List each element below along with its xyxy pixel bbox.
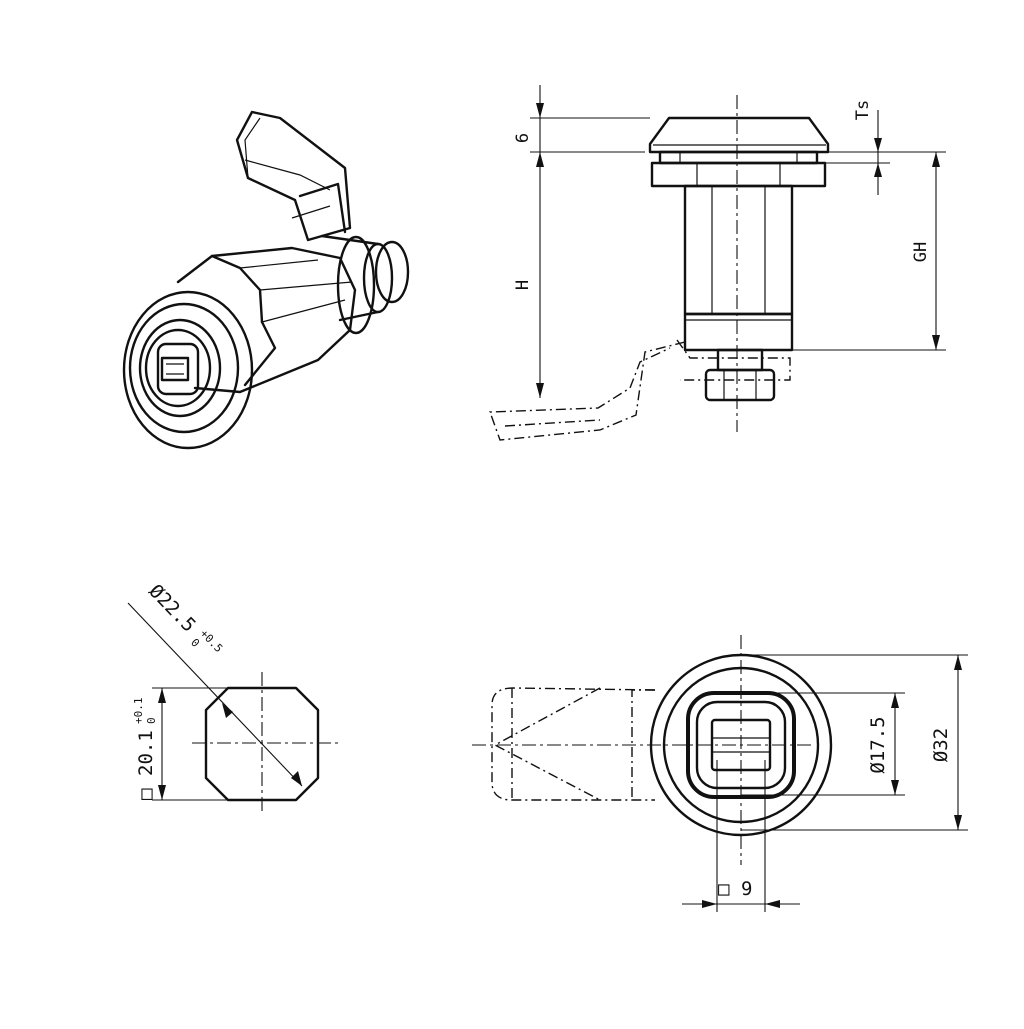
- side-view: 6 H Ts GH: [489, 85, 946, 441]
- iso-shaft: [320, 234, 410, 335]
- dim-h-label: H: [513, 280, 533, 290]
- cutout-shape: [204, 686, 320, 802]
- front-key-square: [710, 718, 772, 772]
- dim-head-height: 6: [513, 85, 650, 398]
- dim-cutout-square-tol-lower: 0: [145, 717, 158, 724]
- dim-cutout-square-tol-upper: +0.1: [132, 698, 145, 725]
- dim-cutout-square-symbol: □: [135, 788, 157, 800]
- side-washer: [658, 150, 819, 165]
- side-head: [648, 116, 830, 154]
- dim-cutout-square-label: 20.1: [135, 730, 157, 776]
- dim-front-key-symbol: □: [718, 878, 730, 900]
- dim-cutout-diameter-label: Ø22.5: [144, 580, 200, 636]
- dim-cutout-square: □ 20.1 +0.1 0: [132, 698, 158, 801]
- front-view: Ø17.5 Ø32 □ 9: [472, 635, 968, 912]
- side-nut: [650, 161, 827, 188]
- iso-lever: [235, 110, 352, 242]
- dim-gh-label: GH: [911, 242, 931, 262]
- side-body: [683, 184, 794, 316]
- dim-front-inner-diameter-label: Ø17.5: [867, 716, 889, 773]
- dim-front-inner-diameter: Ø17.5: [741, 692, 905, 796]
- isometric-view: [122, 110, 410, 450]
- dim-ts-label: Ts: [853, 100, 873, 120]
- dim-front-outer-diameter-label: Ø32: [930, 728, 952, 762]
- dim-gh: GH: [792, 151, 946, 351]
- dim-cutout-diameter-tol-lower: 0: [188, 636, 202, 650]
- dim-front-key-label: 9: [741, 878, 752, 900]
- side-bottom-nut: [704, 368, 776, 402]
- iso-flange: [122, 290, 254, 450]
- dim-cutout-diameter: Ø22.5 +0.5 0: [144, 580, 225, 655]
- side-shaft: [716, 348, 764, 372]
- dim-head-label: 6: [513, 133, 533, 143]
- dim-front-key: □ 9: [682, 760, 800, 912]
- side-lever-phantom: [489, 339, 791, 441]
- front-flange-inner: [662, 666, 820, 824]
- dim-h: H: [513, 280, 544, 398]
- front-lever-phantom: [491, 687, 656, 801]
- dim-front-outer-diameter: Ø32: [741, 654, 968, 831]
- cutout-view: Ø22.5 +0.5 0 □ 20.1 +0.1 0: [127, 580, 340, 812]
- iso-hex-body: [176, 246, 357, 394]
